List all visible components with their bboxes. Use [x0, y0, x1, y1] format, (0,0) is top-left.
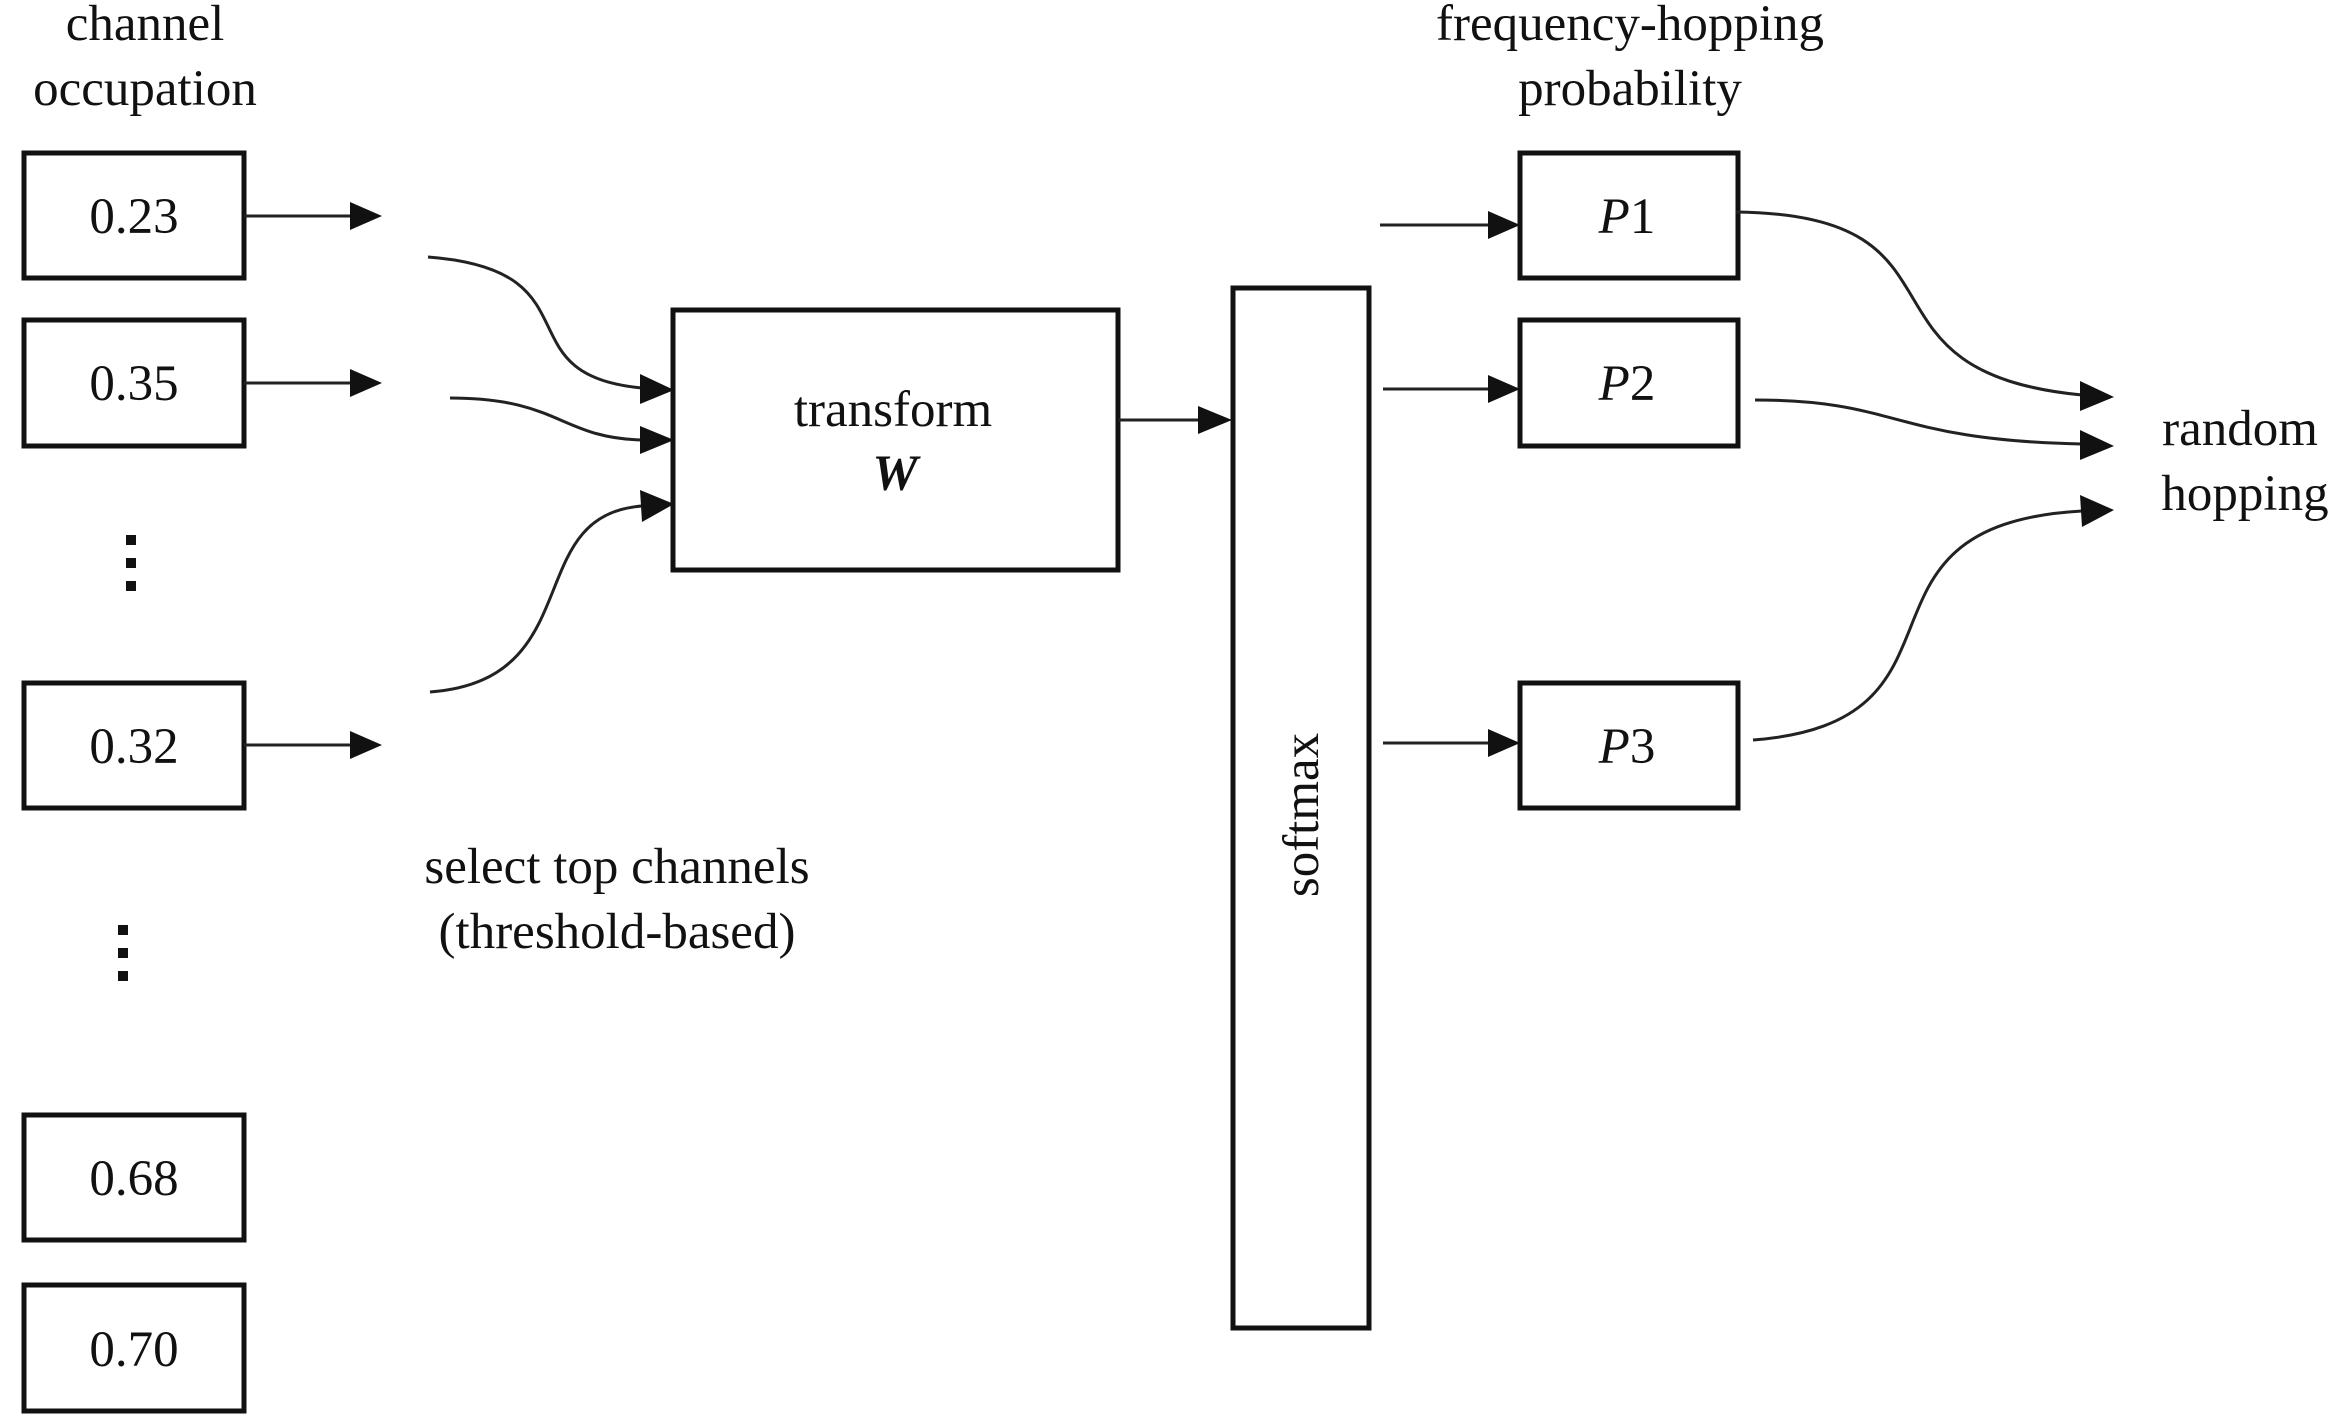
probability-label-3: P3: [1598, 719, 1656, 775]
softmax-arrow-2: [1383, 375, 1520, 403]
select-label-2: (threshold-based): [439, 904, 796, 960]
connector-to-transform-3: [429, 490, 674, 694]
select-label: select top channels: [424, 839, 809, 895]
transform-symbol: W: [872, 446, 921, 502]
probability-label-2: P2: [1598, 356, 1656, 412]
connector-to-transform-1: [427, 255, 674, 404]
channel-occupation-title: channel: [66, 0, 225, 52]
softmax-arrow-1: [1380, 211, 1520, 239]
fh-probability-title-2: probability: [1518, 61, 1742, 117]
channel-box-2: 0.35: [21, 317, 247, 449]
channel-box-4: 0.68: [21, 1112, 247, 1243]
ellipsis-dots-1: [126, 535, 136, 591]
softmax-arrow-3: [1383, 729, 1520, 757]
channel-box-5: 0.70: [21, 1282, 247, 1414]
probability-box-1: P1: [1517, 150, 1741, 281]
connector-to-transform-2: [449, 396, 674, 454]
probability-label-1: P1: [1598, 189, 1656, 245]
channel-box-1: 0.23: [21, 150, 247, 281]
channel-value-3: 0.32: [89, 719, 178, 775]
channel-arrow-3: [244, 731, 382, 759]
softmax-label: softmax: [1274, 733, 1330, 897]
connector-to-random-1: [1735, 210, 2114, 411]
channel-value-4: 0.68: [89, 1151, 178, 1207]
transform-label: transform: [794, 382, 992, 438]
channel-value-2: 0.35: [89, 356, 178, 412]
channel-box-3: 0.32: [21, 680, 247, 811]
connector-to-random-3: [1752, 495, 2114, 742]
transform-to-softmax-arrow: [1118, 406, 1232, 434]
channel-arrow-1: [244, 202, 382, 230]
random-hopping-label-2: hopping: [2161, 466, 2328, 522]
probability-box-3: P3: [1517, 680, 1741, 811]
channel-occupation-title-2: occupation: [33, 61, 257, 117]
connector-to-random-2: [1754, 398, 2114, 460]
softmax-box: softmax: [1230, 285, 1372, 1331]
channel-arrow-2: [244, 369, 382, 397]
channel-value-5: 0.70: [89, 1322, 178, 1378]
fh-probability-title: frequency-hopping: [1436, 0, 1824, 52]
probability-box-2: P2: [1517, 317, 1741, 449]
channel-value-1: 0.23: [89, 189, 178, 245]
random-hopping-label: random: [2162, 401, 2318, 457]
transform-box: transform W: [670, 307, 1121, 573]
ellipsis-dots-2: [118, 925, 128, 981]
